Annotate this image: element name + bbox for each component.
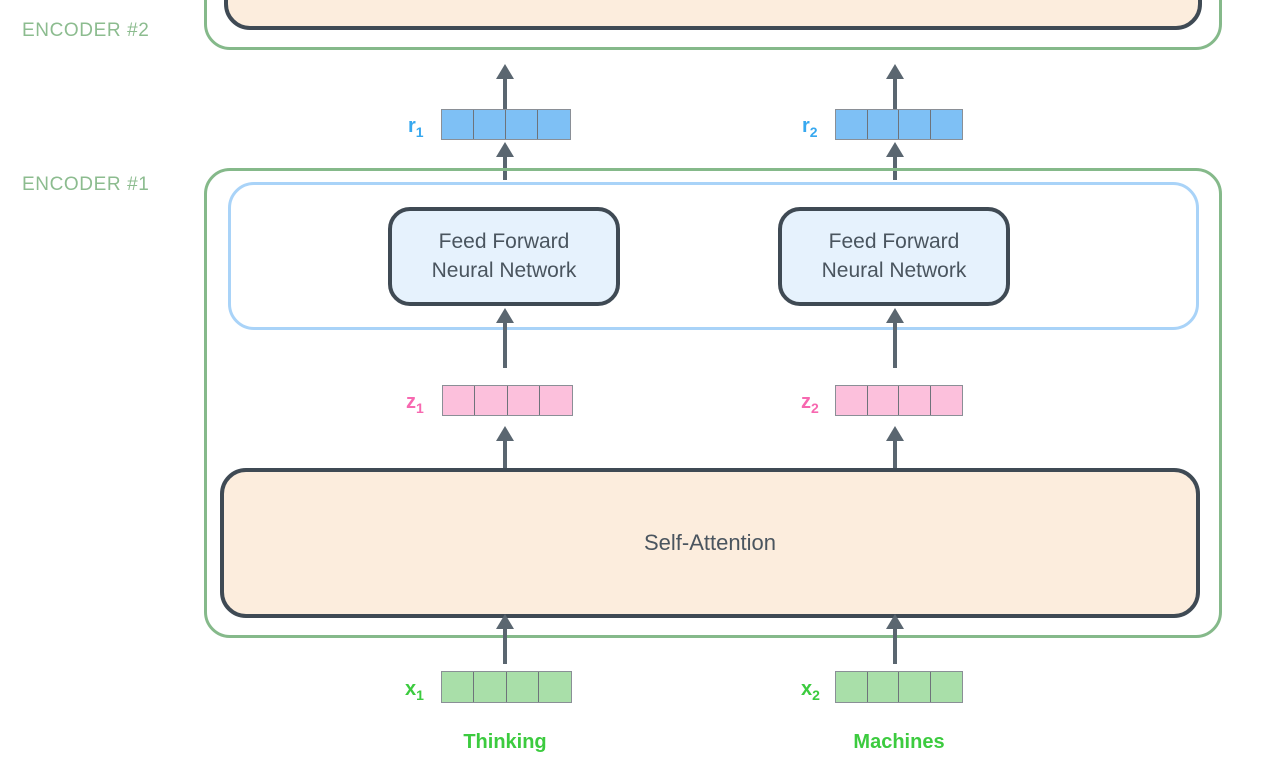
- self-attention-block: Self-Attention: [220, 468, 1200, 618]
- vector-cell: [538, 672, 571, 702]
- vector-label-z1: z1: [406, 391, 424, 416]
- vector-x2: [835, 671, 963, 703]
- ffn-line-2: Neural Network: [821, 258, 967, 282]
- arrow-r2-to-encoder2: [886, 64, 904, 110]
- vector-r2: [835, 109, 963, 140]
- vector-cell: [836, 672, 868, 702]
- vector-x1: [441, 671, 572, 703]
- vector-cell: [474, 672, 507, 702]
- vector-label-r1: r1: [408, 115, 424, 140]
- feed-forward-container: [228, 182, 1199, 330]
- vector-cell: [507, 386, 540, 415]
- arrow-ffn2-to-r2: [886, 142, 904, 180]
- vector-cell: [836, 386, 868, 415]
- vector-cell: [443, 386, 476, 415]
- vector-cell: [442, 672, 475, 702]
- vector-cell: [867, 672, 899, 702]
- feed-forward-box-2: Feed Forward Neural Network: [778, 207, 1010, 306]
- arrow-attention-to-z2: [886, 426, 904, 472]
- vector-label-r2: r2: [802, 115, 818, 140]
- vector-r1: [441, 109, 571, 140]
- arrow-z1-to-ffn1: [496, 308, 514, 368]
- feed-forward-box-1: Feed Forward Neural Network: [388, 207, 620, 306]
- vector-cell: [930, 110, 962, 139]
- vector-label-x1: x1: [405, 678, 424, 703]
- vector-cell: [836, 110, 868, 139]
- vector-cell: [899, 110, 931, 139]
- arrow-r1-to-encoder2: [496, 64, 514, 110]
- vector-cell: [442, 110, 474, 139]
- vector-cell: [539, 386, 572, 415]
- ffn-line-2: Neural Network: [431, 258, 577, 282]
- vector-cell: [867, 386, 899, 415]
- vector-cell: [506, 672, 539, 702]
- vector-z2: [835, 385, 963, 416]
- vector-cell: [867, 110, 899, 139]
- arrow-z2-to-ffn2: [886, 308, 904, 368]
- encoder-1-label: ENCODER #1: [22, 174, 150, 195]
- arrow-ffn1-to-r1: [496, 142, 514, 180]
- vector-cell: [538, 110, 570, 139]
- vector-cell: [474, 110, 506, 139]
- vector-cell: [475, 386, 508, 415]
- word-label-machines: Machines: [853, 731, 945, 753]
- feed-forward-box-2-label: Feed Forward Neural Network: [822, 228, 967, 285]
- arrow-x2-to-attention: [886, 614, 904, 664]
- arrow-x1-to-attention: [496, 614, 514, 664]
- vector-cell: [930, 672, 962, 702]
- vector-cell: [930, 386, 962, 415]
- vector-z1: [442, 385, 573, 416]
- feed-forward-box-1-label: Feed Forward Neural Network: [432, 228, 577, 285]
- word-label-thinking: Thinking: [463, 731, 547, 753]
- ffn-line-1: Feed Forward: [438, 230, 570, 254]
- self-attention-label: Self-Attention: [643, 530, 777, 556]
- encoder-1-shell: [204, 168, 1222, 638]
- ffn-line-1: Feed Forward: [828, 230, 960, 254]
- vector-cell: [506, 110, 538, 139]
- encoder-2-label: ENCODER #2: [22, 20, 150, 41]
- arrow-attention-to-z1: [496, 426, 514, 472]
- encoder-2-self-attention-block: [224, 0, 1202, 30]
- vector-label-x2: x2: [801, 678, 820, 703]
- vector-cell: [899, 672, 931, 702]
- vector-cell: [899, 386, 931, 415]
- encoder-2-shell: [204, 0, 1222, 50]
- vector-label-z2: z2: [801, 391, 819, 416]
